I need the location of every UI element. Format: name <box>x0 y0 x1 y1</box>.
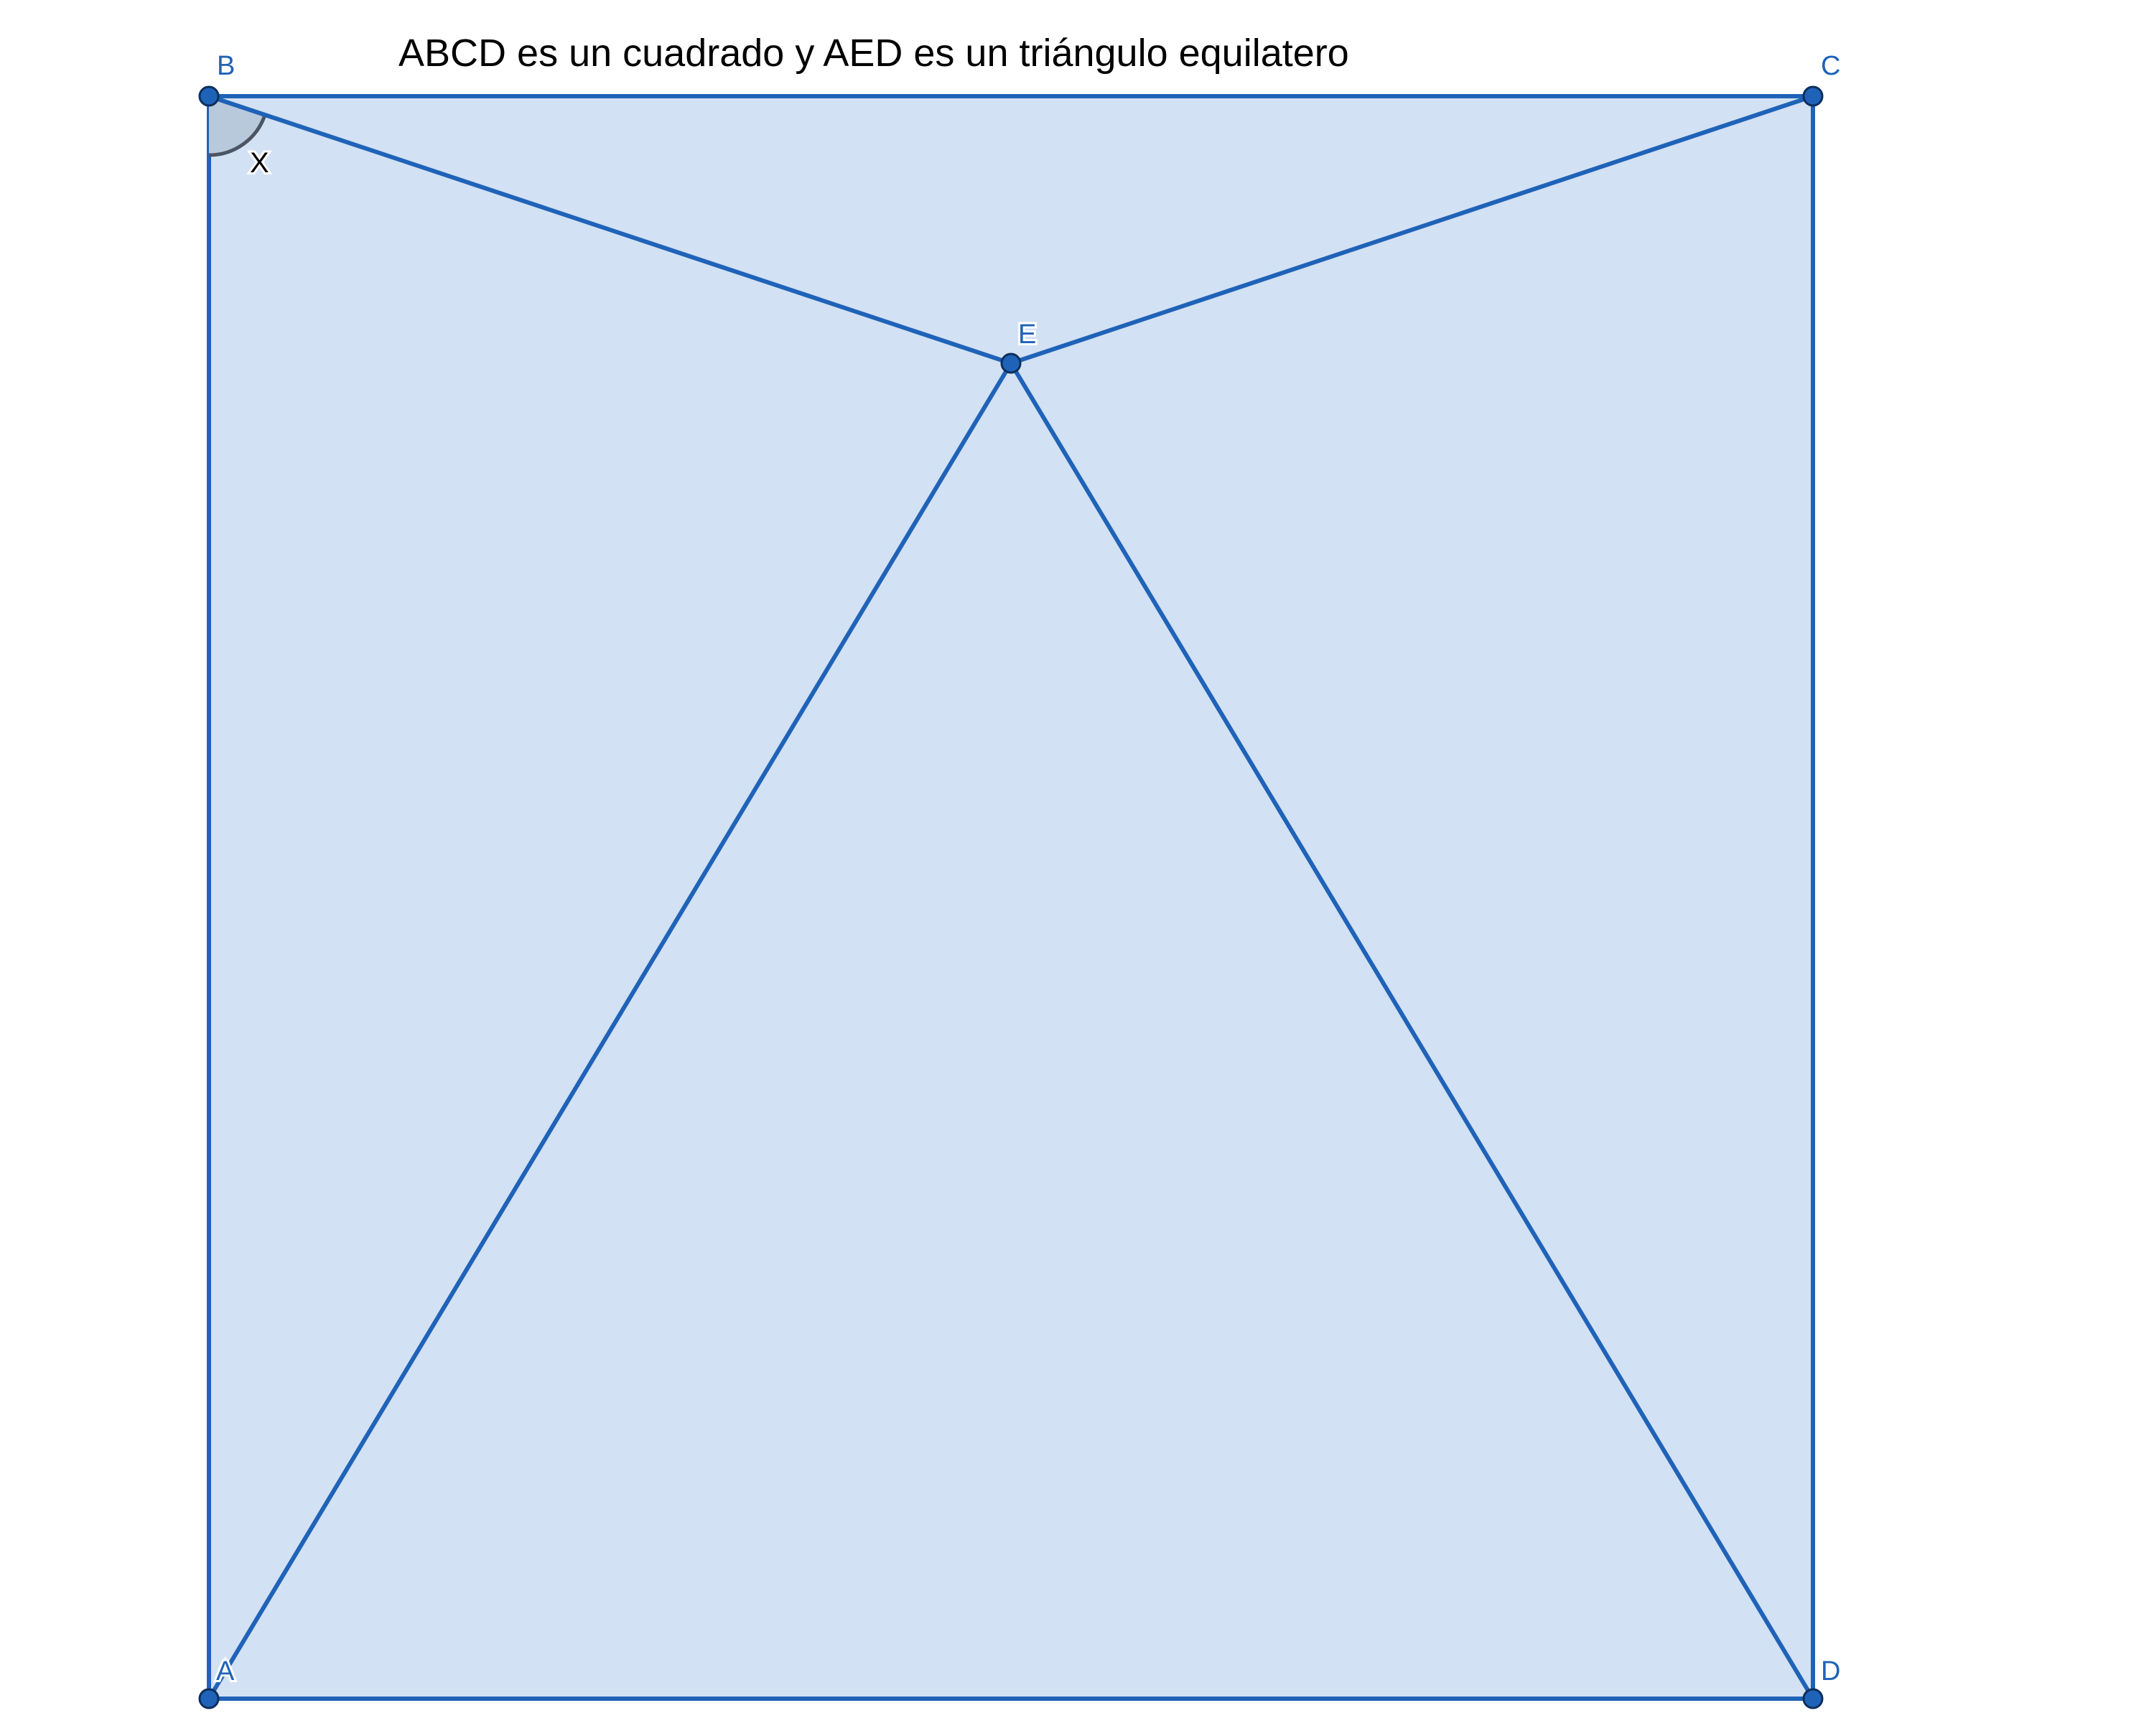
point-d[interactable] <box>1802 1688 1824 1709</box>
label-d: D <box>1821 1656 1840 1686</box>
point-a[interactable] <box>198 1688 220 1709</box>
segment-ae <box>207 362 1013 1700</box>
point-b[interactable] <box>198 85 220 107</box>
square-abcd <box>207 94 1815 1701</box>
point-e[interactable] <box>1000 353 1022 374</box>
label-e: E <box>1018 319 1036 350</box>
segment-ed <box>1009 362 1815 1700</box>
label-c: C <box>1821 51 1840 81</box>
diagram-title: ABCD es un cuadrado y AED es un triángul… <box>398 32 1349 75</box>
label-b: B <box>217 51 235 81</box>
angle-x-label: X <box>250 147 269 179</box>
segment-be <box>208 94 1012 365</box>
point-c[interactable] <box>1802 85 1824 107</box>
angle-x-arc <box>208 114 267 157</box>
segment-ce <box>1010 94 1814 365</box>
label-a: A <box>216 1656 235 1686</box>
